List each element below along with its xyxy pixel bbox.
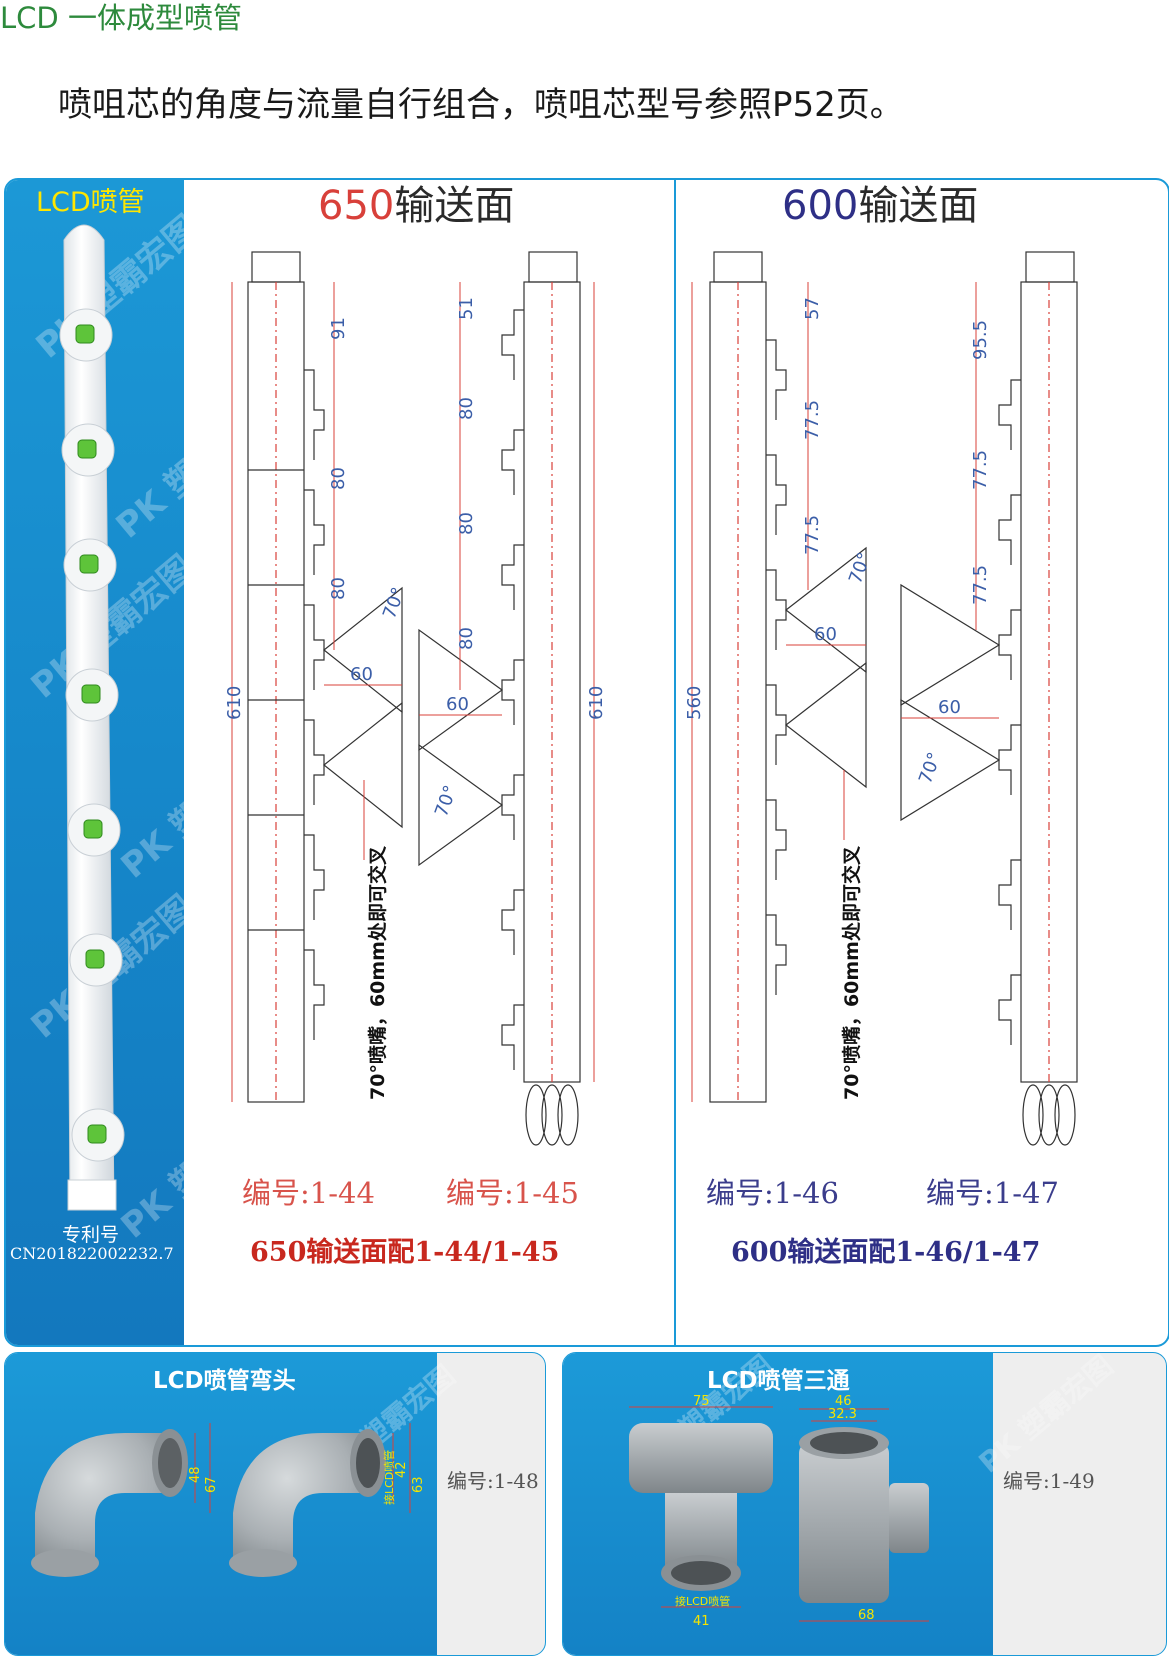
spacing-label: 60 [814, 624, 837, 645]
section-divider [674, 180, 676, 1345]
connector-label: 接LCD喷管 [675, 1594, 730, 1608]
tee-photo: 75 46 32.3 68 41 接LCD喷管 [629, 1394, 929, 1629]
section-650-text: 输送面 [394, 183, 515, 229]
part-code-1-47: 编号:1-47 [926, 1176, 1059, 1210]
dim-label: 75 [693, 1394, 710, 1409]
drawing-600: 57 77.5 77.5 560 95.5 77.5 77.5 60 60 70… [684, 251, 1078, 1146]
dim-label: 80 [456, 627, 477, 650]
dim-label: 91 [328, 317, 349, 340]
elbow-photo: 48 67 42 63 接LCD喷管 [31, 1423, 426, 1577]
patent-number: CN201822002232.7 [10, 1244, 174, 1263]
part-code-1-48: 编号:1-48 [447, 1469, 539, 1493]
part-code-1-49: 编号:1-49 [1003, 1469, 1095, 1493]
page-title: LCD 一体成型喷管 [0, 1, 242, 35]
dim-label: 51 [456, 297, 477, 320]
angle-label: 70° [845, 550, 876, 587]
dim-label: 77.5 [802, 515, 823, 555]
dim-label: 560 [684, 686, 705, 720]
spacing-label: 60 [938, 697, 961, 718]
dim-label: 80 [328, 577, 349, 600]
match-600: 600输送面配1-46/1-47 [731, 1237, 1041, 1268]
section-600-text: 输送面 [858, 183, 979, 229]
lcd-pipe-photo [59, 224, 125, 1211]
section-600-number: 600 [782, 183, 859, 229]
angle-label: 70° [915, 750, 946, 787]
match-650: 650输送面配1-44/1-45 [250, 1237, 560, 1268]
part-code-1-46: 编号:1-46 [706, 1176, 839, 1210]
section-650-number: 650 [318, 183, 395, 229]
dim-label: 80 [456, 397, 477, 420]
product-label: LCD喷管 [36, 187, 145, 218]
product-photo-panel: LCD喷管 PK 塑霸宏图 PK 塑霸宏图 PK 塑霸宏图 PK 塑霸宏图 PK… [6, 180, 292, 1345]
dim-label: 63 [411, 1476, 426, 1493]
dim-label: 41 [693, 1614, 710, 1629]
tee-title: LCD喷管三通 [707, 1368, 850, 1394]
section-600-title: 600输送面 [782, 182, 978, 230]
tee-card: LCD喷管三通 PK 塑霸宏图 PK 塑霸宏图 75 46 32.3 68 41 [562, 1352, 1167, 1656]
connector-label: 接LCD喷管 [382, 1450, 396, 1505]
dim-label: 46 [835, 1394, 852, 1409]
dim-label: 610 [586, 686, 607, 720]
section-650-title: 650输送面 [318, 182, 514, 230]
dim-label: 95.5 [970, 320, 991, 360]
dim-label: 77.5 [970, 450, 991, 490]
dim-label: 77.5 [802, 400, 823, 440]
dim-label: 67 [204, 1476, 219, 1493]
drawing-650: 91 80 80 610 51 80 80 80 610 60 60 70° 7… [224, 251, 607, 1146]
dim-label: 80 [328, 467, 349, 490]
dim-label: 48 [188, 1466, 203, 1483]
spacing-label: 60 [446, 694, 469, 715]
dim-label: 77.5 [970, 565, 991, 605]
angle-label: 70° [431, 783, 462, 820]
patent-label: 专利号 [62, 1224, 120, 1246]
dim-label: 68 [858, 1608, 875, 1623]
crossing-note: 70°喷嘴，60mm处即可交叉 [840, 845, 863, 1100]
dim-label: 610 [224, 686, 245, 720]
crossing-note: 70°喷嘴，60mm处即可交叉 [366, 845, 389, 1100]
angle-label: 70° [379, 585, 410, 622]
elbow-card: LCD喷管弯头 PK 塑霸宏图 48 67 42 63 接LCD喷管 编号:1-… [4, 1352, 546, 1656]
part-code-1-44: 编号:1-44 [242, 1176, 375, 1210]
dim-label: 80 [456, 512, 477, 535]
dim-label: 42 [394, 1461, 409, 1478]
main-frame: LCD喷管 PK 塑霸宏图 PK 塑霸宏图 PK 塑霸宏图 PK 塑霸宏图 PK… [4, 178, 1169, 1347]
dim-label: 57 [802, 297, 823, 320]
part-code-1-45: 编号:1-45 [446, 1176, 579, 1210]
elbow-title: LCD喷管弯头 [153, 1368, 296, 1394]
page-subtitle: 喷咀芯的角度与流量自行组合，喷咀芯型号参照P52页。 [58, 85, 904, 125]
dim-label: 32.3 [828, 1407, 857, 1422]
spacing-label: 60 [350, 664, 373, 685]
